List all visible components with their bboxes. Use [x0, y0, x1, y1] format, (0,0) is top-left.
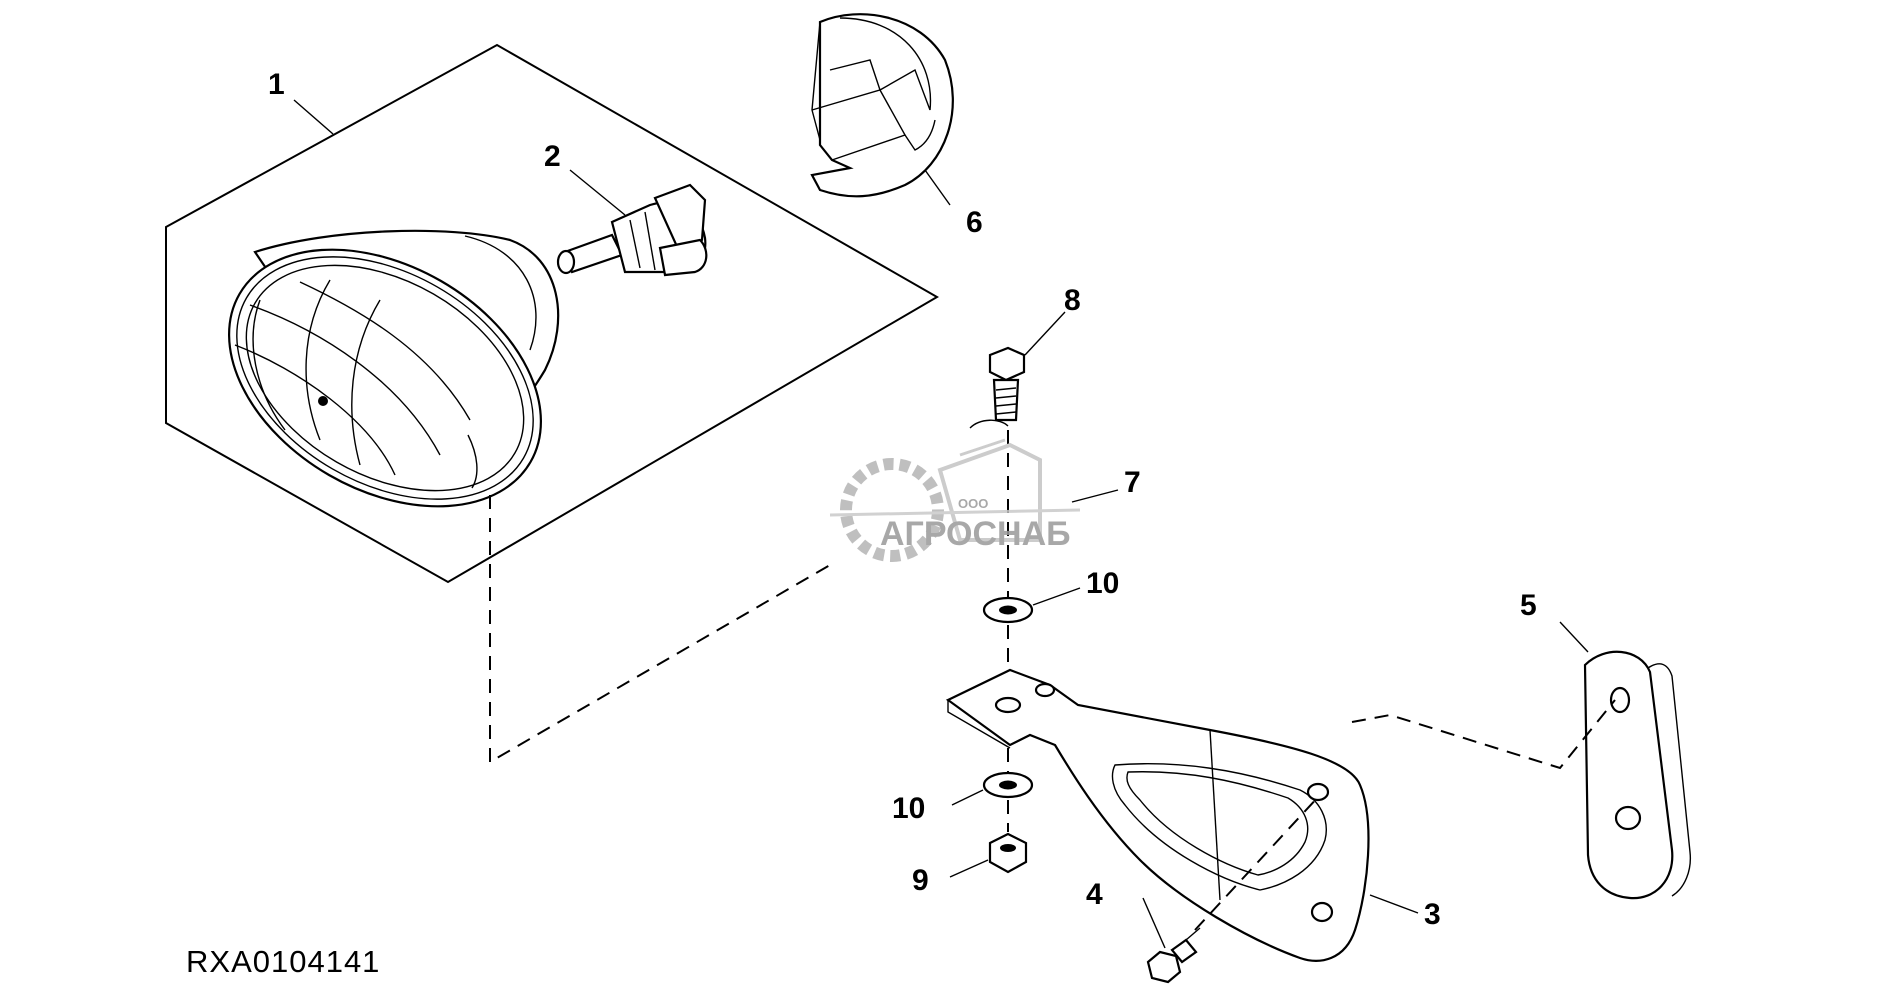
callout-7: 7: [1124, 466, 1141, 499]
bracket-part: [945, 668, 1370, 962]
callout-6: 6: [966, 206, 983, 239]
callout-9: 9: [912, 864, 929, 897]
callout-3: 3: [1424, 898, 1441, 931]
figure-id: RXA0104141: [186, 944, 380, 979]
callout-10-lower: 10: [892, 792, 925, 825]
callout-4: 4: [1086, 878, 1103, 911]
headlamp-part: [228, 229, 560, 508]
dashed-leader-lamp-to-bracket: [489, 495, 831, 764]
bulb-part: [556, 183, 708, 277]
mount-part-7: [969, 419, 1009, 600]
watermark-logo: ООО АГРОСНАБ: [829, 438, 1081, 562]
plate-part: [1583, 650, 1692, 900]
callout-2: 2: [544, 140, 561, 173]
washer-lower: [982, 771, 1034, 799]
watermark-small-text: ООО: [958, 496, 988, 511]
lamp-cover-part: [810, 13, 954, 198]
callout-1: 1: [268, 68, 285, 101]
assembly-outline-box: [165, 43, 939, 584]
bolt-part-8: [988, 346, 1026, 422]
callout-5: 5: [1520, 589, 1537, 622]
watermark-brand-text: АГРОСНАБ: [880, 515, 1071, 553]
callout-10-upper: 10: [1086, 567, 1119, 600]
callout-8: 8: [1064, 284, 1081, 317]
washer-upper: [982, 596, 1034, 624]
dashed-leader-bracket-to-plate: [1351, 699, 1616, 770]
bolt-part-4: [1146, 927, 1201, 984]
nut-part: [988, 832, 1028, 874]
